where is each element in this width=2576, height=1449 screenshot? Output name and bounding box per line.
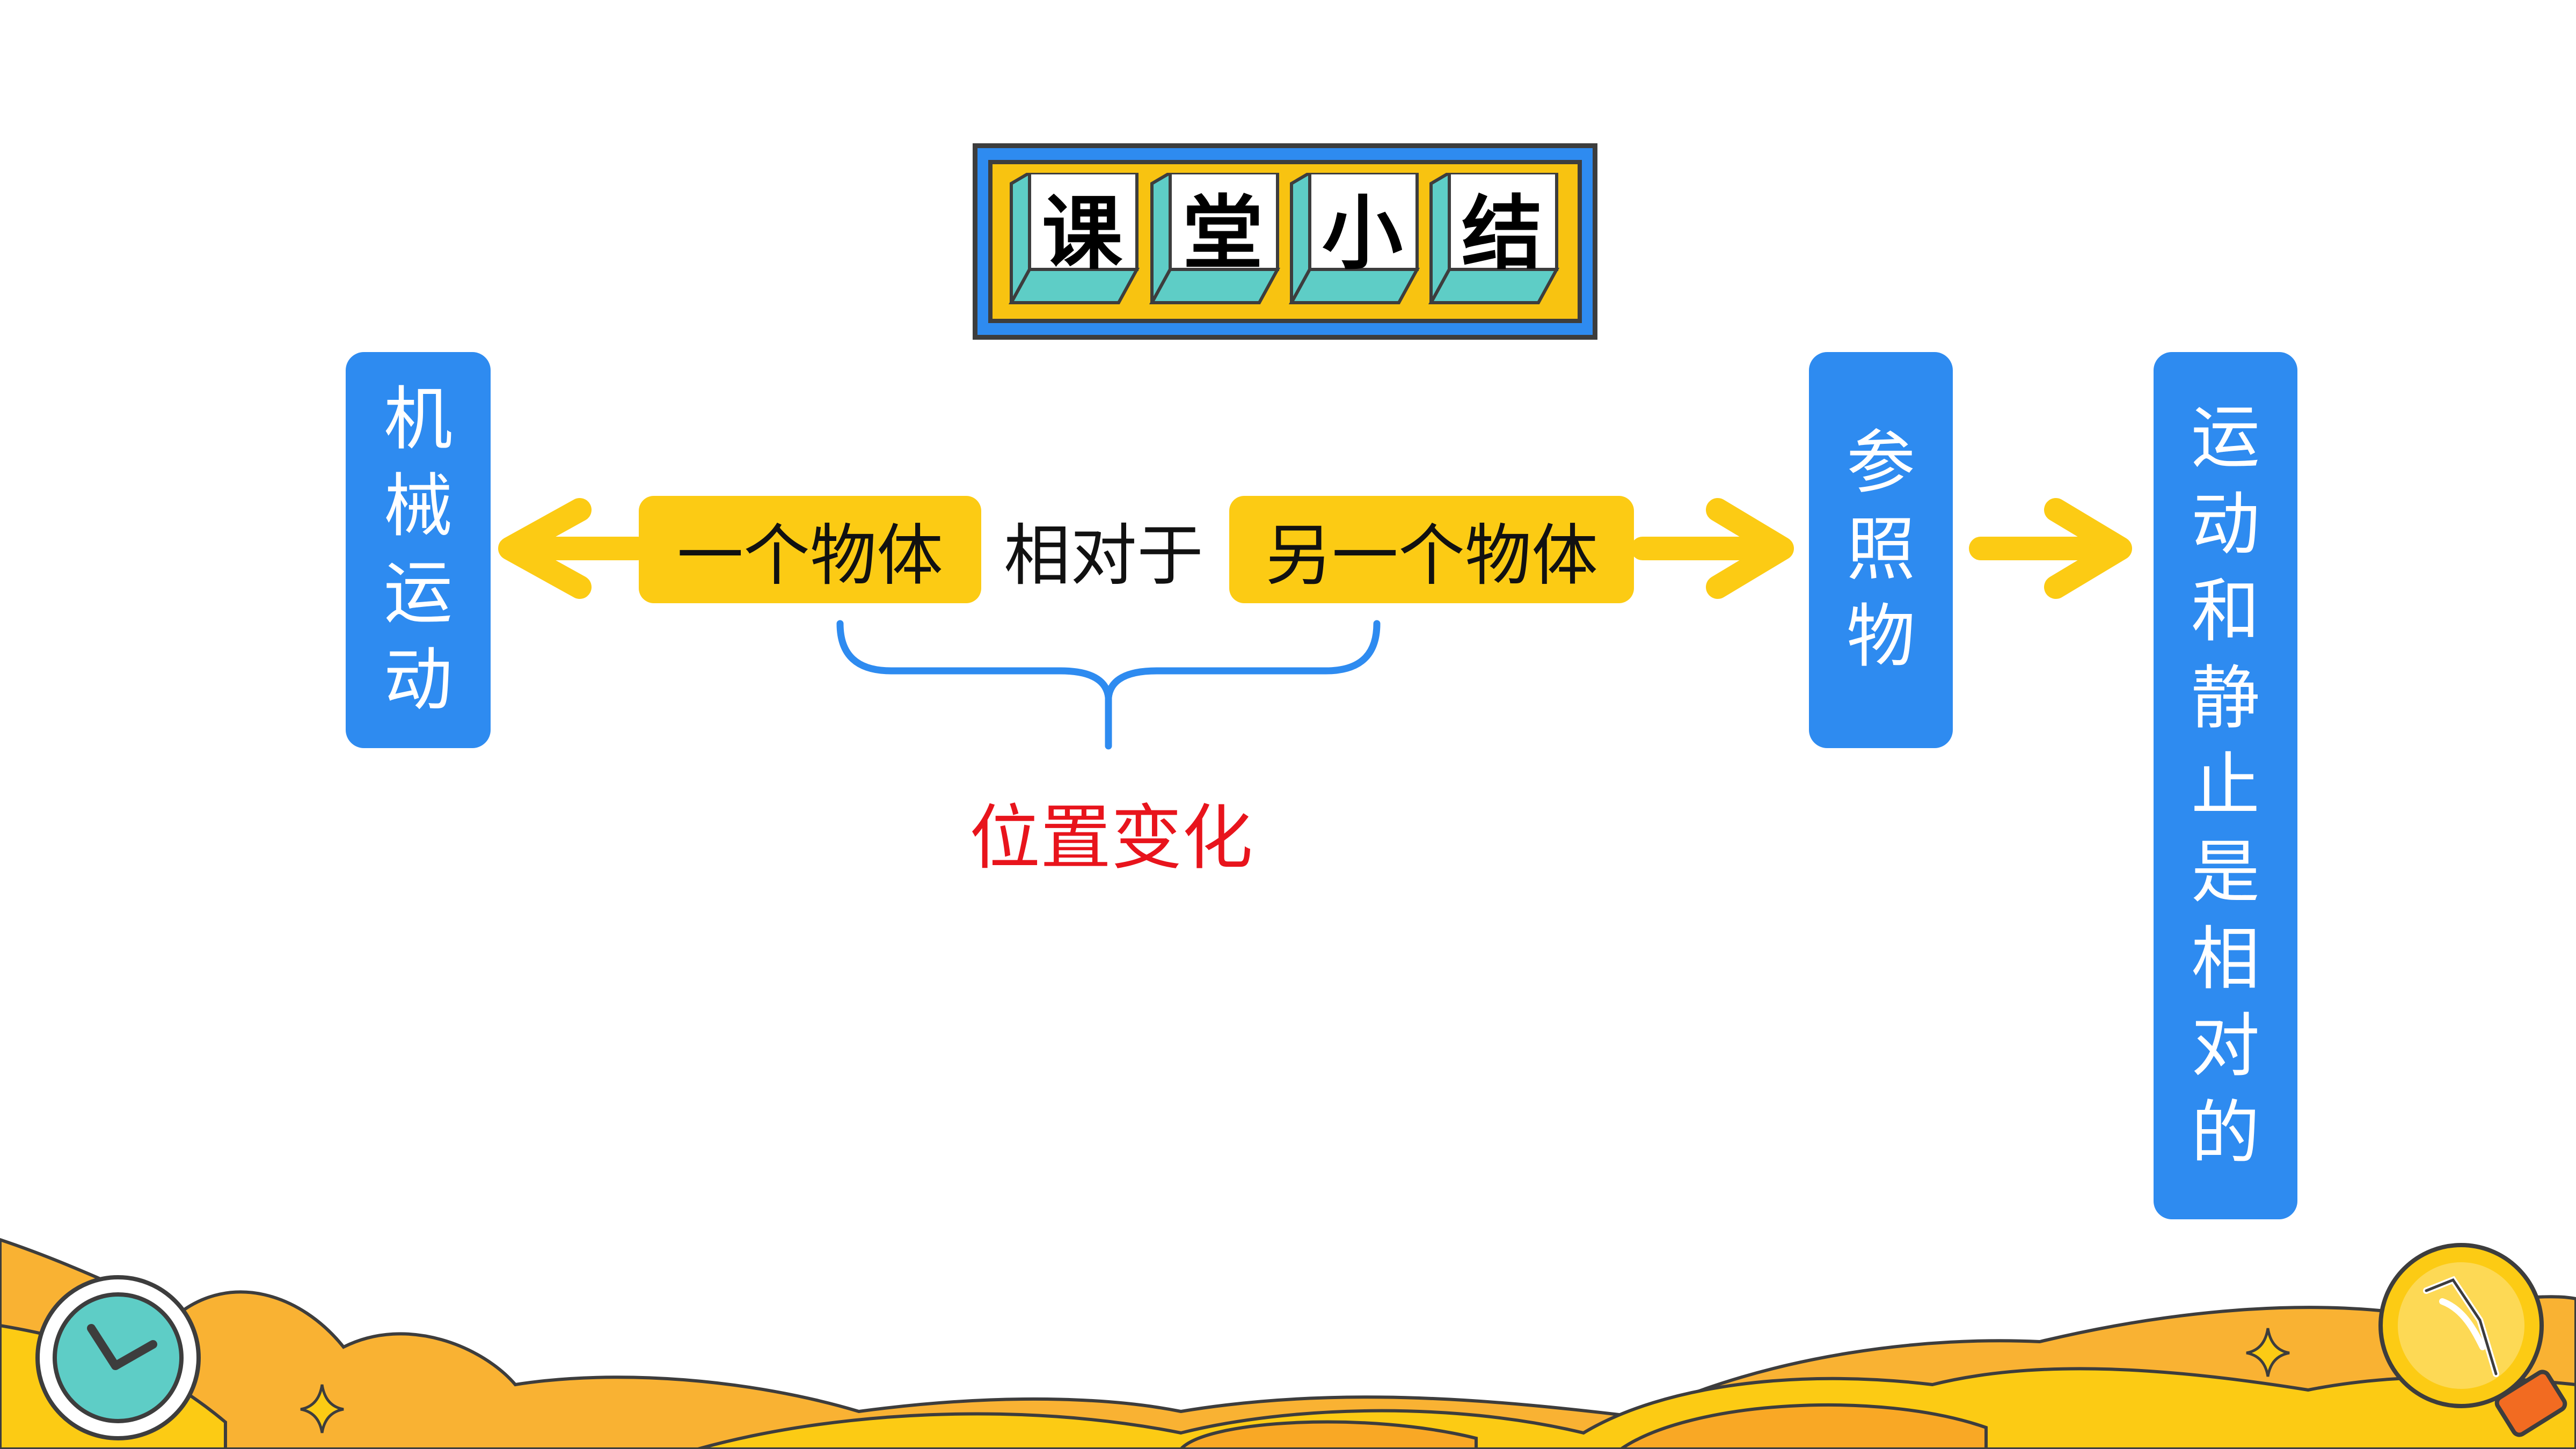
box-char: 动	[2191, 485, 2260, 565]
arrow-left-icon	[498, 498, 650, 599]
box-char: 静	[2191, 658, 2260, 738]
hill-mid	[1178, 1420, 1478, 1449]
box-char: 的	[2191, 1093, 2260, 1173]
box-char: 相	[2191, 919, 2260, 999]
conclusion-box: 运 动 和 静 止 是 相 对 的	[2154, 352, 2297, 1219]
clock-icon	[35, 1275, 201, 1440]
box-char: 是	[2191, 832, 2260, 912]
title-char: 小	[1322, 187, 1403, 281]
title-tile-3: 小	[1288, 173, 1420, 304]
position-change-label: 位置变化	[969, 796, 1253, 880]
box-char: 运	[383, 553, 453, 633]
box-char: 参	[1846, 423, 1915, 503]
title-tile-2: 堂	[1149, 173, 1281, 304]
curly-brace-icon	[836, 620, 1381, 750]
box-char: 动	[383, 640, 453, 720]
box-char: 运	[2191, 398, 2260, 478]
phrase-one-object: 一个物体	[639, 496, 981, 603]
reference-object-box: 参 照 物	[1809, 352, 1953, 748]
box-char: 止	[2191, 745, 2260, 825]
title-tile-4: 结	[1428, 173, 1560, 304]
hill-front	[697, 1367, 2576, 1449]
lightbulb-icon	[2378, 1243, 2567, 1437]
box-char: 照	[1846, 510, 1915, 590]
box-char: 机	[383, 379, 453, 459]
box-char: 物	[1846, 597, 1915, 677]
hill-mid	[1618, 1403, 1988, 1449]
title-tile-1: 课	[1008, 173, 1140, 304]
box-char: 械	[383, 466, 453, 546]
sparkle-icon	[300, 1384, 344, 1433]
title-char: 课	[1041, 187, 1122, 281]
phrase-relative-to: 相对于	[1003, 517, 1203, 595]
box-char: 对	[2191, 1006, 2260, 1086]
title-char: 结	[1461, 187, 1542, 281]
mechanical-motion-box: 机 械 运 动	[346, 352, 491, 748]
arrow-right-icon	[1631, 498, 1794, 599]
box-char: 和	[2191, 572, 2260, 652]
sparkle-icon	[2246, 1328, 2290, 1377]
footer-decoration	[0, 1238, 2576, 1449]
arrow-right-icon	[1969, 498, 2132, 599]
title-char: 堂	[1182, 187, 1263, 281]
phrase-another-object: 另一个物体	[1229, 496, 1634, 603]
